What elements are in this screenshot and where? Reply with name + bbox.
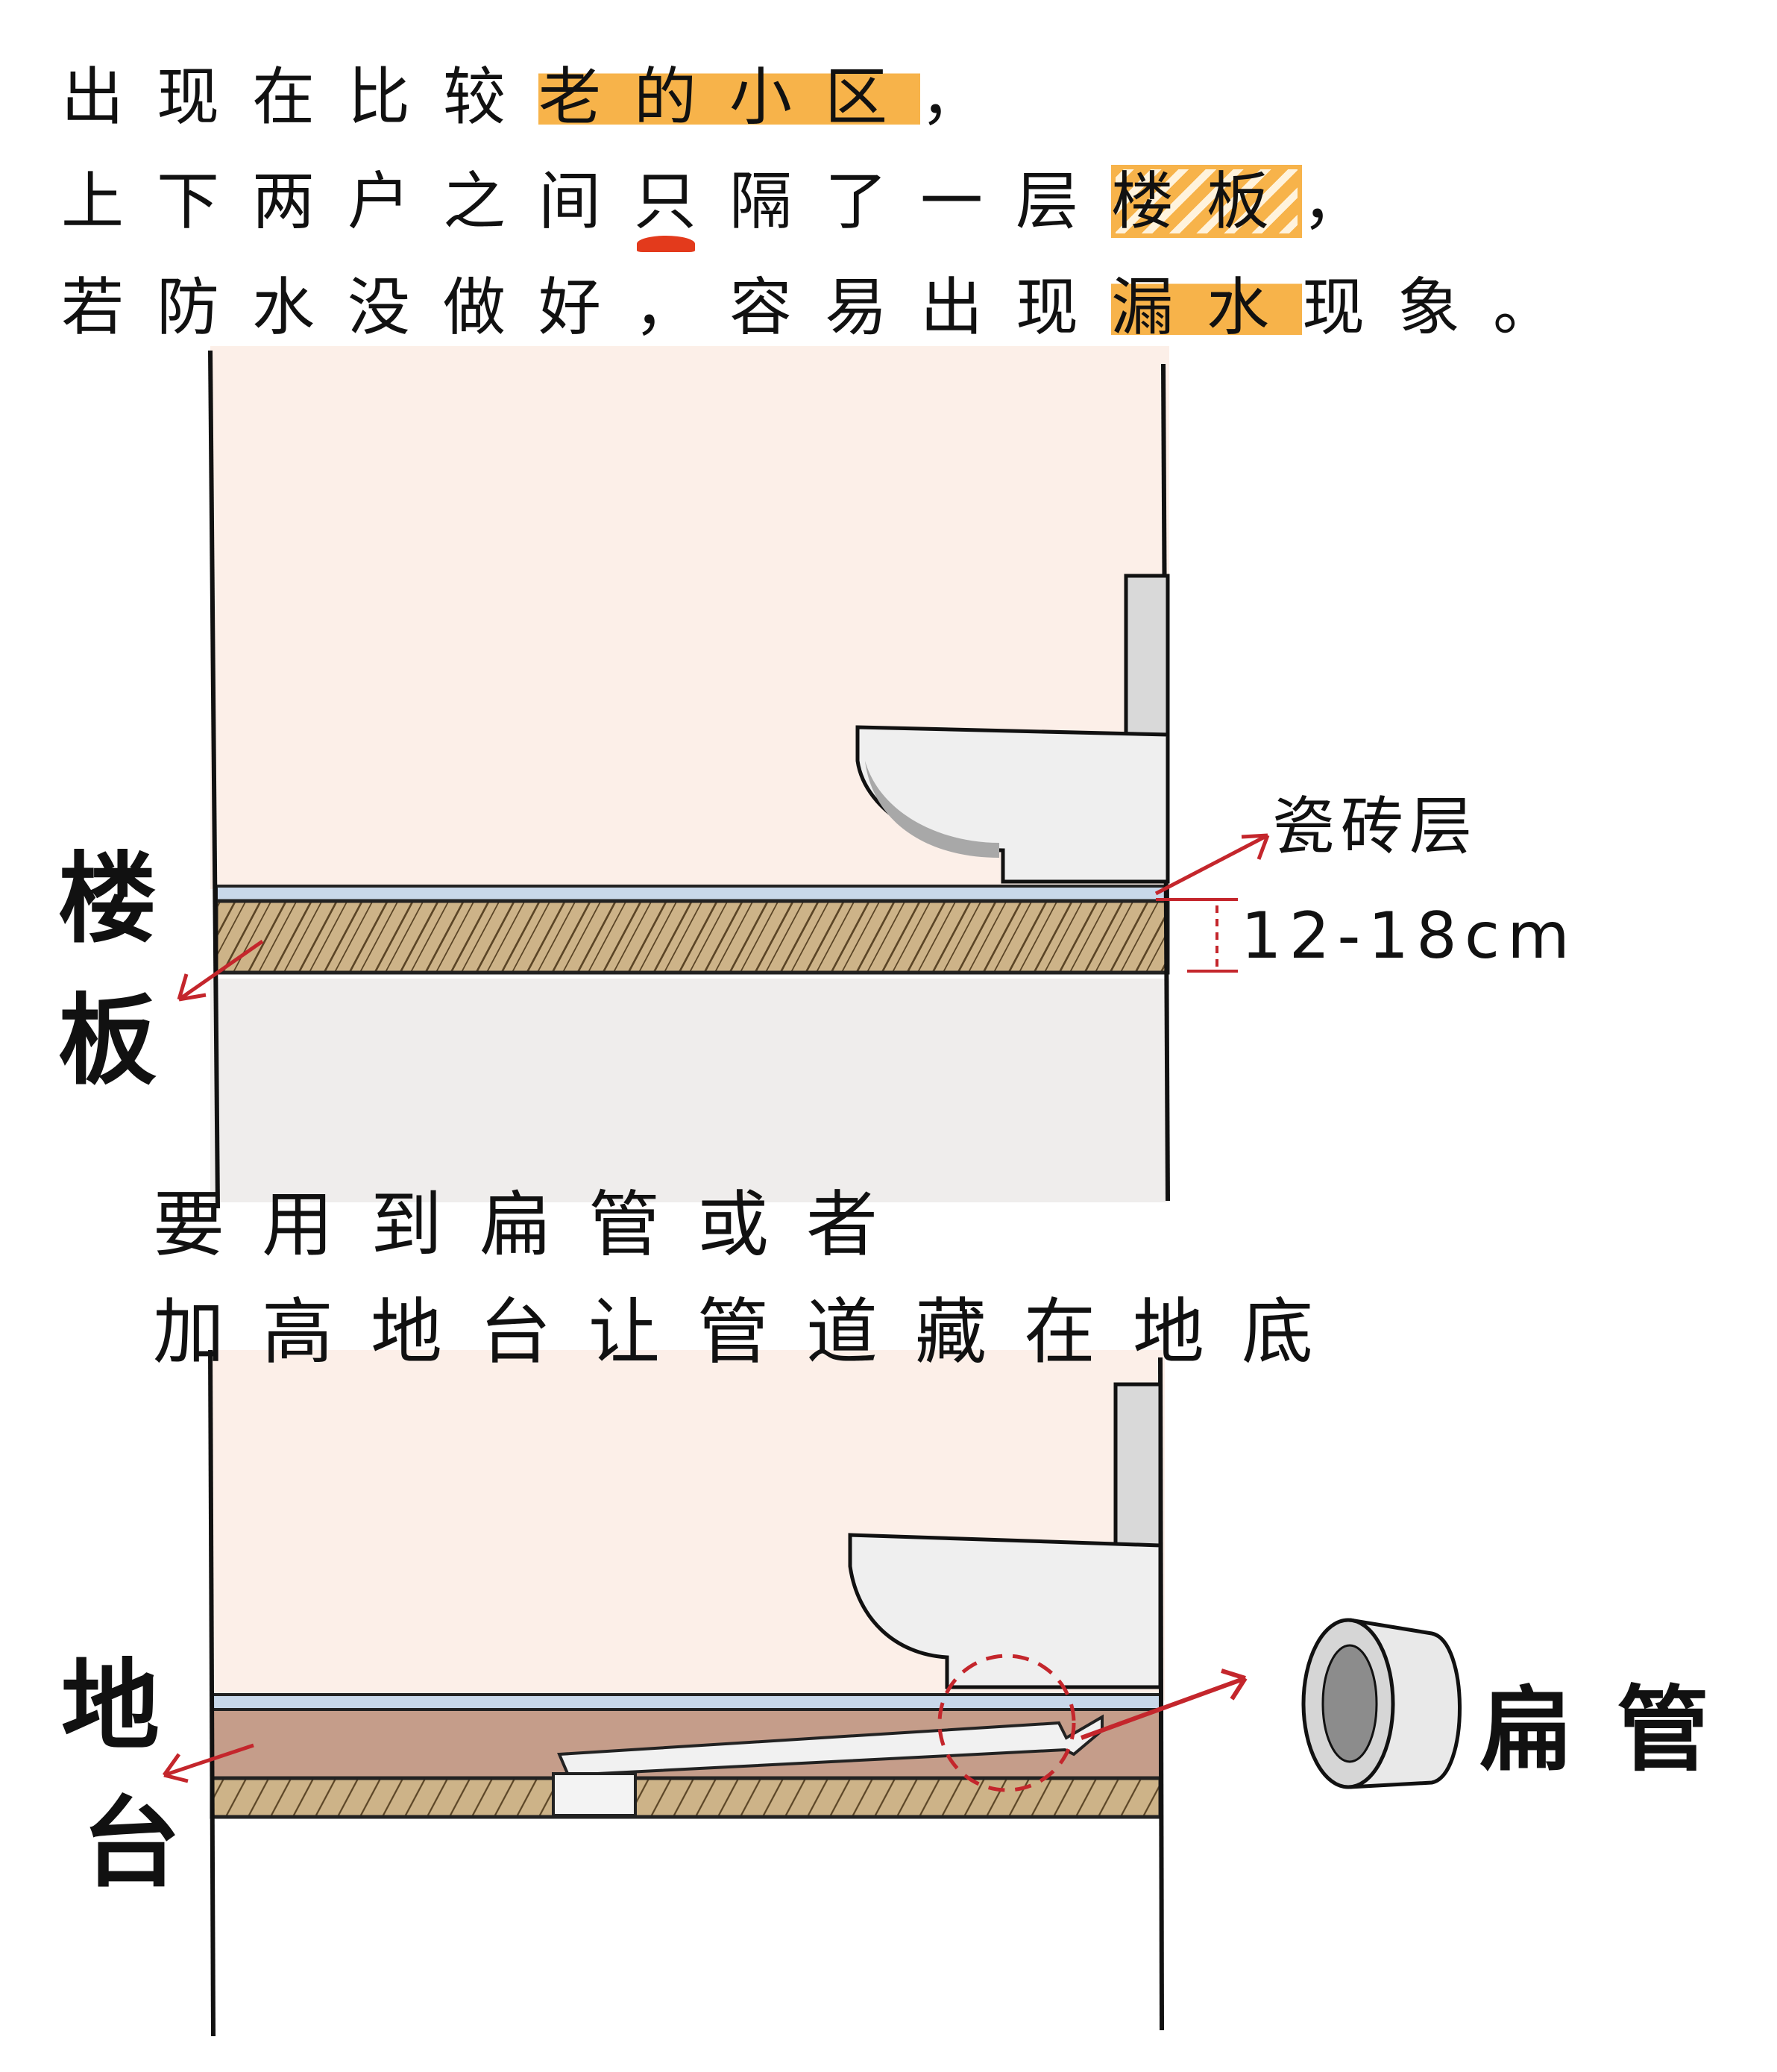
highlight-old-community: 老的小区: [538, 60, 921, 134]
highlight-leak: 漏水: [1111, 271, 1303, 344]
intro-line-1-tail: ，: [920, 60, 1016, 134]
slab-arrow: [177, 939, 264, 1002]
intro-line-3-text: 若防水没做好，容易出现: [61, 271, 1112, 344]
diagram-2: [162, 1349, 1462, 2037]
intro-line-2: 上下两户之间只隔了一层楼板，: [61, 165, 1397, 252]
platform-arrow-head: [162, 1753, 189, 1783]
thickness-label: 12-18cm: [1241, 899, 1577, 973]
intro-line-2-tail: ，: [1302, 165, 1398, 238]
slab-label-bottom: 板: [58, 984, 157, 1099]
floor-slab-2: [210, 1776, 1163, 1819]
left-wall-line-2: [208, 1349, 216, 2037]
slab-arrow-head: [177, 973, 207, 1002]
slab-label-top: 楼: [58, 842, 157, 957]
drain-fitting: [552, 1772, 637, 1817]
platform-arrow: [163, 1743, 254, 1777]
toilet-bowl-2: [848, 1533, 1163, 1689]
intro-line-3: 若防水没做好，容易出现漏水现象。: [61, 271, 1588, 344]
middle-text-line-1: 要用到扁管或者: [153, 1183, 915, 1266]
intro-line-1-text: 出现在比较: [61, 60, 539, 134]
tile-layer-label: 瓷砖层: [1272, 790, 1479, 863]
lower-room: [210, 979, 1169, 1202]
accent-only: 只: [634, 165, 730, 252]
pipe-highlight-circle: [937, 1654, 1076, 1792]
tile-arrow: [1154, 833, 1269, 896]
middle-text-line-2: 加高地台让管道藏在地底: [153, 1290, 1350, 1374]
toilet-tank-2: [1113, 1382, 1163, 1552]
diagram-1: [177, 346, 1270, 1209]
pipe-arrow: [1080, 1676, 1247, 1740]
tile-layer-2: [210, 1693, 1162, 1711]
toilet-shadow: [865, 761, 999, 858]
intro-line-2-text: 上下两户之间: [61, 165, 635, 238]
flat-pipe-icon: [1301, 1618, 1462, 1789]
tile-layer: [215, 885, 1169, 902]
toilet-tank: [1124, 574, 1170, 741]
platform-label-top: 地: [61, 1649, 160, 1764]
intro-line-2-middle: 隔了一层: [729, 165, 1112, 238]
floor-slab: [214, 899, 1170, 975]
flat-pipe-label: 扁管: [1479, 1677, 1755, 1784]
intro-line-1: 出现在比较老的小区，: [61, 60, 1016, 134]
tile-arrow-head: [1241, 833, 1270, 860]
pipe-arrow-head: [1221, 1668, 1248, 1701]
left-wall-line: [208, 350, 220, 1209]
highlight-floor-slab: 楼板: [1111, 165, 1303, 238]
intro-line-3-tail: 现象。: [1302, 271, 1589, 344]
platform-label-bottom: 台: [82, 1786, 180, 1901]
